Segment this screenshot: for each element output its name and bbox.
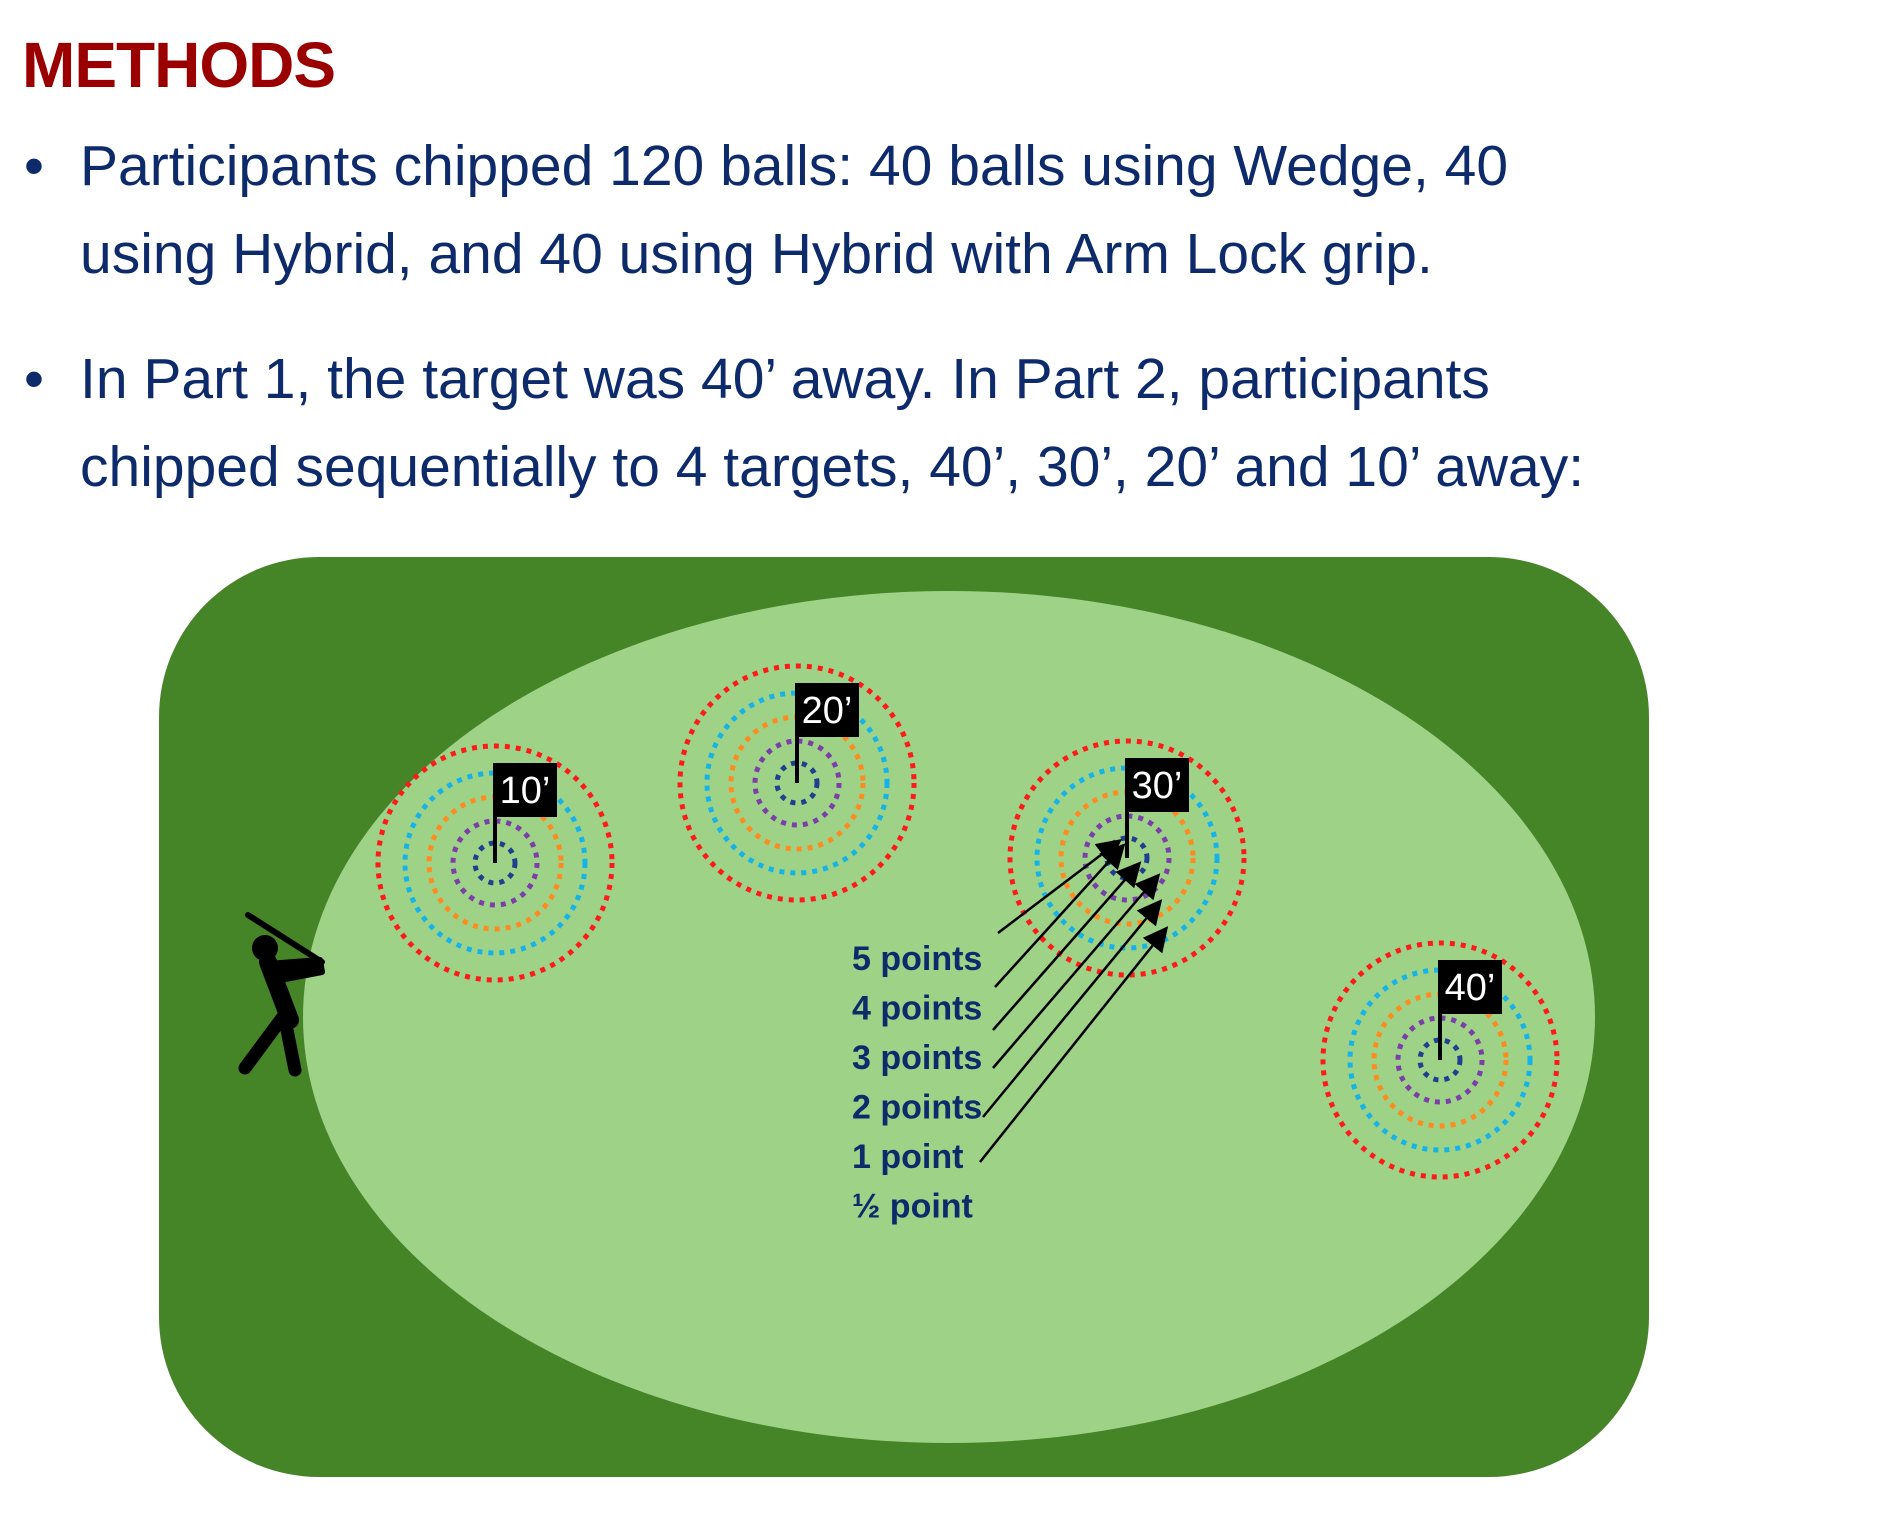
scoring-legend-label: 3 points: [852, 1039, 982, 1077]
pointer-arrow: [994, 843, 1126, 988]
scoring-ring: [1034, 765, 1220, 951]
scoring-ring: [1082, 813, 1172, 903]
golfer-icon: [238, 912, 325, 1077]
pointer-arrow: [982, 899, 1163, 1118]
scoring-legend-label: 5 points: [852, 940, 982, 978]
scoring-ring: [1395, 1015, 1485, 1105]
bullet-dot: •: [24, 347, 44, 411]
pointer-arrow: [992, 873, 1161, 1069]
scoring-ring: [375, 743, 615, 983]
bullet-2: • In Part 1, the target was 40’ away. In…: [24, 335, 1864, 515]
target-2: 30’: [1007, 738, 1247, 978]
scoring-ring: [450, 818, 540, 908]
scoring-legend-label: ½ point: [852, 1188, 973, 1226]
scoring-ring: [1104, 835, 1150, 881]
target-1: 20’: [677, 663, 917, 903]
scoring-legend-label: 4 points: [852, 990, 982, 1028]
scoring-ring: [1417, 1037, 1463, 1083]
scoring-ring: [677, 663, 917, 903]
pointer-arrow: [979, 926, 1169, 1163]
target-0: 10’: [375, 743, 615, 983]
scoring-ring: [1007, 738, 1247, 978]
bullet-line: using Hybrid, and 40 using Hybrid with A…: [80, 222, 1433, 286]
scoring-ring: [472, 840, 518, 886]
flag: [1125, 758, 1189, 812]
flag: [1438, 960, 1502, 1014]
target-3: 40’: [1320, 940, 1560, 1180]
flag-label: 40’: [1445, 967, 1496, 1009]
bullet-dot: •: [24, 134, 44, 198]
pointer-arrow: [992, 861, 1142, 1031]
putting-green: [303, 591, 1595, 1443]
scoring-ring: [1320, 940, 1560, 1180]
slide-title: METHODS: [22, 29, 336, 101]
flag-label: 20’: [802, 690, 853, 732]
bullet-1: • Participants chipped 120 balls: 40 bal…: [24, 122, 1864, 302]
flag: [795, 683, 859, 737]
scoring-ring: [1347, 967, 1533, 1153]
flag-label: 30’: [1132, 765, 1183, 807]
bullet-line: chipped sequentially to 4 targets, 40’, …: [80, 435, 1585, 499]
flag: [493, 763, 557, 817]
pointer-arrow: [997, 838, 1122, 934]
bullet-line: Participants chipped 120 balls: 40 balls…: [80, 134, 1509, 198]
bullet-line: In Part 1, the target was 40’ away. In P…: [80, 347, 1490, 411]
scoring-ring: [402, 770, 588, 956]
scoring-ring: [704, 690, 890, 876]
scoring-ring: [752, 738, 842, 828]
flag-label: 10’: [500, 770, 551, 812]
scoring-ring: [774, 760, 820, 806]
scoring-legend-label: 1 point: [852, 1138, 963, 1176]
scoring-legend-label: 2 points: [852, 1089, 982, 1127]
